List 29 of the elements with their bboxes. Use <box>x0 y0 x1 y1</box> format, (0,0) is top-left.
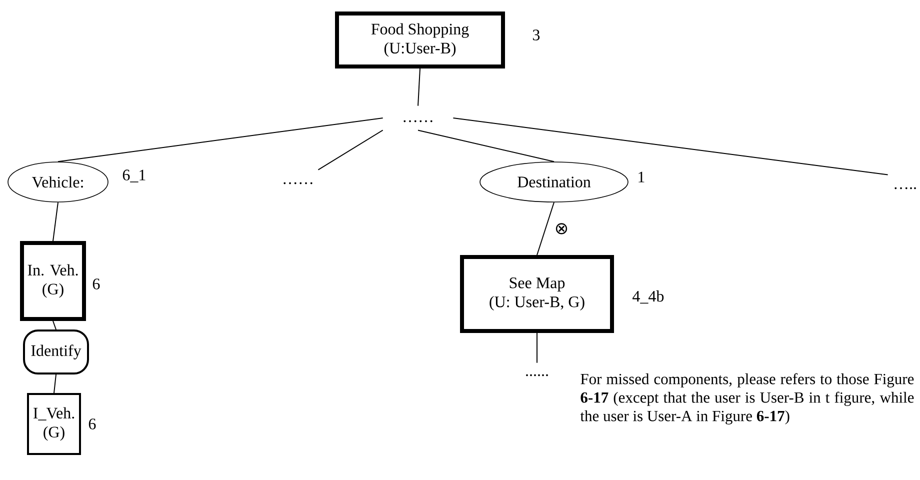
node-number: 3 <box>532 30 540 40</box>
node-number: 4_4b <box>632 290 664 304</box>
connector-line <box>52 320 56 330</box>
process-box: Food Shopping (U:User-B) <box>335 12 505 68</box>
ellipsis-text: ….. <box>894 187 916 190</box>
node-number: 6 <box>92 278 100 290</box>
node-number: 1 <box>638 172 644 182</box>
connector-line <box>318 130 384 170</box>
connector-line <box>536 202 554 256</box>
connector-line <box>418 68 420 106</box>
node-number: 6 <box>88 418 96 430</box>
node-number: 6_1 <box>122 170 146 182</box>
ellipse-node: Destination <box>480 162 628 202</box>
connector-line <box>418 130 554 162</box>
connector-line <box>54 374 56 394</box>
connector-line <box>536 332 538 364</box>
xor-symbol: ⊗ <box>553 222 570 236</box>
note-paragraph: For missed components, please refers to those Figure 6-17 (except that the user is User-B in t figure, while the user is User-A in Figure 6-17) <box>580 373 914 424</box>
rounded-box: Identify <box>23 330 89 374</box>
connector-line <box>58 118 384 162</box>
ellipsis-text: …… <box>404 120 432 122</box>
connector-line <box>52 202 58 242</box>
ellipsis-text: ...... <box>526 374 548 376</box>
connector-line <box>452 118 888 176</box>
process-box: See Map (U: User-B, G) <box>460 255 614 333</box>
ellipse-node: Vehicle: <box>8 162 108 202</box>
process-box: In. Veh. (G) <box>20 241 86 321</box>
ellipsis-text: …… <box>284 182 312 184</box>
process-box: I_Veh. (G) <box>27 393 81 455</box>
